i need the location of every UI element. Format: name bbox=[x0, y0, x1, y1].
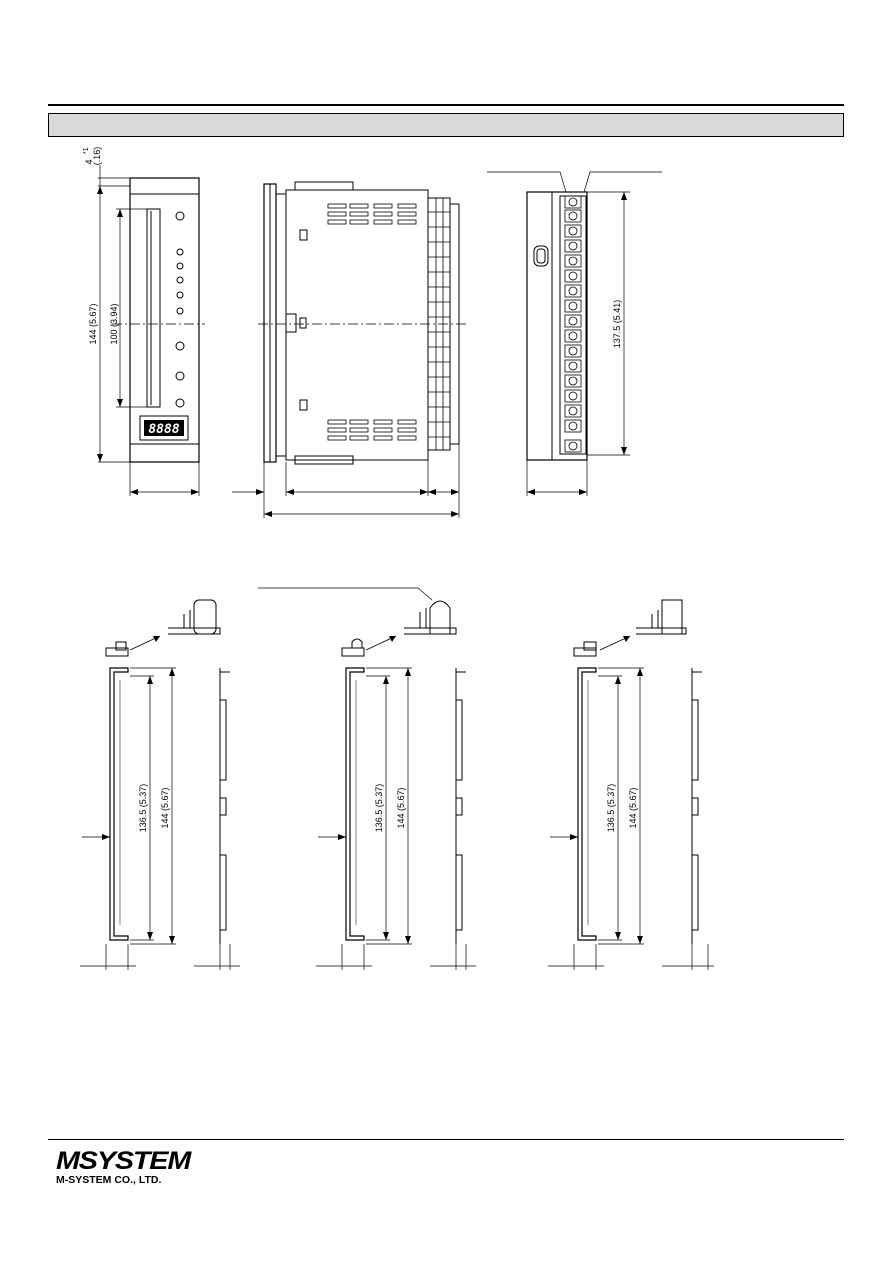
logo-wordmark: MSYSTEM bbox=[56, 1147, 191, 1175]
dim-bracket3-inner: 136.5 (5.37) bbox=[606, 784, 616, 833]
dim-front-window: 100 (3.94) bbox=[109, 303, 119, 344]
dim-bracket1-outer: 144 (5.67) bbox=[160, 787, 170, 828]
dim-bracket2-outer: 144 (5.67) bbox=[396, 787, 406, 828]
dim-top-gap-inch: (.16) bbox=[92, 147, 102, 166]
front-display-digits: 8888 bbox=[148, 422, 179, 437]
dim-top-gap-note: *1 bbox=[83, 147, 90, 154]
dim-bracket1-inner: 136.5 (5.37) bbox=[138, 784, 148, 833]
dim-rear-terminal-span: 137.5 (5.41) bbox=[612, 300, 622, 349]
company-logo: MSYSTEM M-SYSTEM CO., LTD. bbox=[56, 1148, 191, 1186]
dim-bracket3-outer: 144 (5.67) bbox=[628, 787, 638, 828]
section-header-bar bbox=[48, 113, 844, 137]
rear-view bbox=[487, 171, 662, 496]
front-view bbox=[97, 165, 205, 496]
side-view bbox=[232, 181, 466, 518]
bracket-variant-1 bbox=[80, 599, 240, 970]
footer-rule bbox=[48, 1139, 844, 1140]
bracket-variant-3 bbox=[548, 599, 714, 970]
dim-front-height: 144 (5.67) bbox=[88, 303, 98, 344]
company-name: M-SYSTEM CO., LTD. bbox=[56, 1174, 162, 1186]
dim-bracket2-inner: 136.5 (5.37) bbox=[374, 784, 384, 833]
bracket-variant-2 bbox=[258, 587, 476, 970]
dim-top-gap: 4 bbox=[84, 159, 94, 164]
top-rule bbox=[48, 104, 844, 106]
